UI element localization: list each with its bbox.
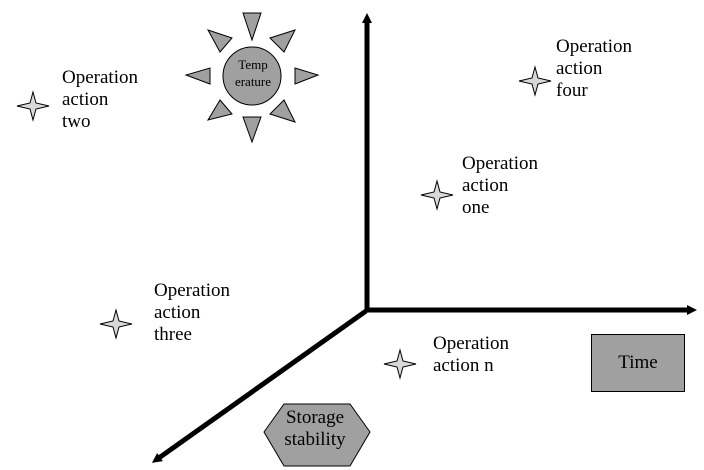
operation-n-star-icon (383, 348, 417, 380)
operation-one-line: action (462, 175, 509, 196)
operation-one-star-icon (420, 179, 454, 211)
operation-n-label: Operation action n (433, 333, 509, 377)
operation-four-star-icon (518, 65, 552, 97)
operation-three-line: Operation (154, 280, 230, 301)
operation-n-line: action n (433, 355, 494, 376)
operation-four-label: Operation action four (556, 36, 632, 102)
operation-three-line: action (154, 302, 201, 323)
operation-two-line: two (62, 111, 91, 132)
storage-stability-line: stability (284, 429, 346, 450)
operation-three-line: three (154, 324, 192, 345)
operation-four-line: action (556, 58, 603, 79)
storage-stability-hexagon (263, 403, 371, 467)
temperature-sun-icon (184, 12, 320, 144)
operation-two-star-icon (16, 90, 50, 122)
operation-two-line: Operation (62, 67, 138, 88)
operation-three-label: Operation action three (154, 280, 230, 346)
operation-four-line: Operation (556, 36, 632, 57)
temperature-label-line: Temp (238, 57, 268, 72)
storage-stability-line: Storage (285, 407, 345, 428)
time-axis-label: Time (618, 352, 658, 373)
storage-stability-label: Storage stability (271, 407, 359, 451)
operation-one-line: one (462, 197, 490, 218)
operation-one-line: Operation (462, 153, 538, 174)
operation-two-label: Operation action two (62, 67, 138, 133)
operation-n-line: Operation (433, 333, 509, 354)
depth-axis-arrow (151, 308, 368, 463)
time-axis-box: Time (591, 334, 685, 392)
operation-two-line: action (62, 89, 109, 110)
temperature-label-line: erature (234, 74, 272, 89)
operation-three-star-icon (99, 308, 133, 340)
temperature-label: Temp erature (226, 56, 280, 90)
operation-four-line: four (556, 80, 588, 101)
operation-one-label: Operation action one (462, 153, 538, 219)
